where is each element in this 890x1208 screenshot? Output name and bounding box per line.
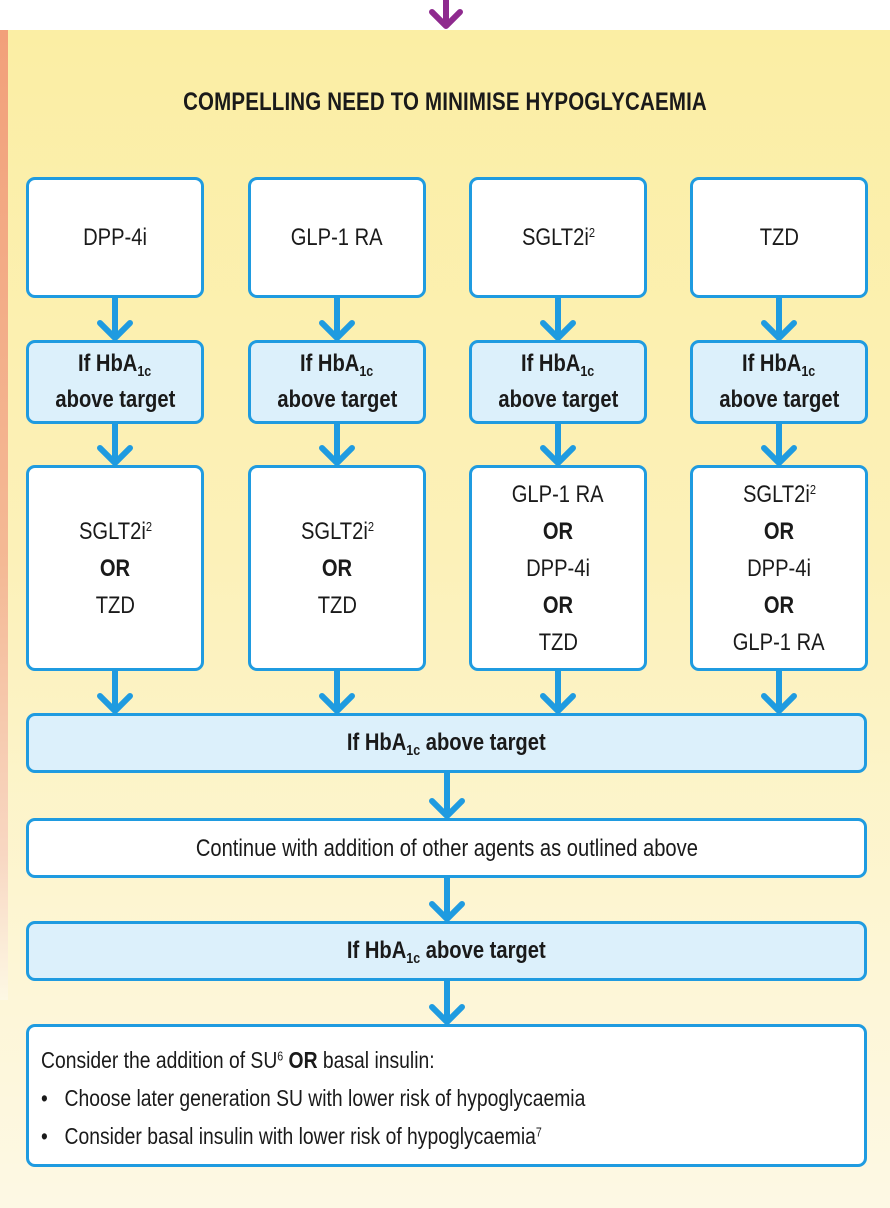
option-text: SGLT2i xyxy=(78,517,146,545)
or-label: OR xyxy=(763,517,795,545)
option-text: TZD xyxy=(317,591,357,619)
final-or-label: OR xyxy=(288,1047,318,1073)
condition-text-post: above target xyxy=(420,937,546,964)
condition-box-4: If HbA1c above target xyxy=(690,340,868,424)
bullet-text-1: Choose later generation SU with lower ri… xyxy=(64,1085,586,1111)
condition-box-wide-1: If HbA1c above target xyxy=(26,713,867,773)
or-label: OR xyxy=(321,554,353,582)
drug-name: GLP-1 RA xyxy=(291,224,383,251)
condition-subscript: 1c xyxy=(406,743,421,760)
bullet-text-2-sup: 7 xyxy=(535,1125,542,1140)
condition-text: If HbA xyxy=(521,350,581,377)
option-item: DPP-4i xyxy=(747,550,811,587)
drug-box-4: TZD xyxy=(690,177,868,298)
section-title: COMPELLING NEED TO MINIMISE HYPOGLYCAEMI… xyxy=(183,88,707,116)
final-recommendation-box: Consider the addition of SU6 OR basal in… xyxy=(26,1024,867,1167)
bullet-dot-icon: • xyxy=(41,1085,48,1111)
condition-box-3: If HbA1c above target xyxy=(469,340,647,424)
incoming-arrow-icon xyxy=(429,0,463,29)
option-item: GLP-1 RA xyxy=(733,624,825,661)
condition-subscript: 1c xyxy=(406,951,421,968)
condition-text-post: above target xyxy=(420,729,546,756)
option-item: GLP-1 RA xyxy=(512,476,604,513)
condition-text: If HbA xyxy=(742,350,802,377)
drug-name: DPP-4i xyxy=(83,224,147,251)
drug-sup: 2 xyxy=(588,225,595,241)
bullet-text-2: Consider basal insulin with lower risk o… xyxy=(65,1117,542,1155)
condition-text-post: above target xyxy=(498,386,618,413)
condition-text: If HbA xyxy=(347,729,407,756)
final-bullet-1: • Choose later generation SU with lower … xyxy=(41,1079,585,1117)
final-lead-line: Consider the addition of SU6 OR basal in… xyxy=(41,1041,435,1079)
option-text: TZD xyxy=(95,591,135,619)
drug-box-3: SGLT2i2 xyxy=(469,177,647,298)
condition-text: If HbA xyxy=(347,937,407,964)
continue-text: Continue with addition of other agents a… xyxy=(195,834,698,862)
bullet-dot-icon: • xyxy=(41,1123,48,1149)
condition-text-post: above target xyxy=(719,386,839,413)
drug-box-2: GLP-1 RA xyxy=(248,177,426,298)
final-bullet-2: • Consider basal insulin with lower risk… xyxy=(41,1117,542,1155)
condition-box-1: If HbA1c above target xyxy=(26,340,204,424)
option-text: SGLT2i xyxy=(300,517,368,545)
option-sup: 2 xyxy=(145,518,152,534)
option-text: GLP-1 RA xyxy=(733,628,825,656)
drug-name: SGLT2i xyxy=(521,224,589,251)
or-label: OR xyxy=(542,591,574,619)
or-label: OR xyxy=(542,517,574,545)
condition-subscript: 1c xyxy=(359,364,374,381)
or-label: OR xyxy=(99,554,131,582)
bullet-text-2-main: Consider basal insulin with lower risk o… xyxy=(64,1123,536,1149)
option-item: SGLT2i2 xyxy=(742,476,815,513)
option-sup: 2 xyxy=(367,518,374,534)
condition-text: If HbA xyxy=(78,350,138,377)
or-label: OR xyxy=(763,591,795,619)
final-lead-sup: 6 xyxy=(277,1049,284,1064)
option-item: TZD xyxy=(317,587,356,624)
option-sup: 2 xyxy=(809,481,816,497)
option-item: TZD xyxy=(538,624,577,661)
option-text: TZD xyxy=(538,628,578,656)
final-lead-text: Consider the addition of SU xyxy=(41,1047,278,1073)
side-color-band xyxy=(0,30,8,1000)
condition-box-wide-2: If HbA1c above target xyxy=(26,921,867,981)
condition-subscript: 1c xyxy=(580,364,595,381)
option-text: SGLT2i xyxy=(742,480,810,508)
option-text: DPP-4i xyxy=(747,554,811,582)
condition-text-post: above target xyxy=(55,386,175,413)
drug-box-1: DPP-4i xyxy=(26,177,204,298)
option-item: DPP-4i xyxy=(526,550,590,587)
condition-box-2: If HbA1c above target xyxy=(248,340,426,424)
option-text: GLP-1 RA xyxy=(512,480,604,508)
condition-subscript: 1c xyxy=(801,364,816,381)
option-item: TZD xyxy=(95,587,134,624)
option-item: SGLT2i2 xyxy=(78,513,151,550)
condition-text: If HbA xyxy=(300,350,360,377)
option-item: SGLT2i2 xyxy=(300,513,373,550)
condition-text-post: above target xyxy=(277,386,397,413)
condition-subscript: 1c xyxy=(137,364,152,381)
final-lead-post: basal insulin: xyxy=(322,1047,435,1073)
option-text: DPP-4i xyxy=(526,554,590,582)
continue-box: Continue with addition of other agents a… xyxy=(26,818,867,878)
drug-name: TZD xyxy=(759,224,799,251)
